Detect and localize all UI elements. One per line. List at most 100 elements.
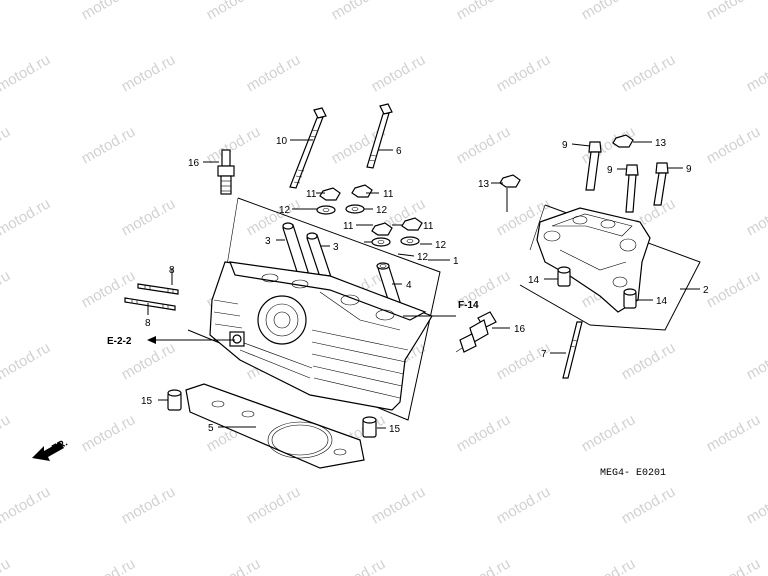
- nut-11-d: [401, 217, 423, 231]
- callout-7: 7: [541, 349, 547, 360]
- nut-11-c: [371, 222, 393, 236]
- stud-bolt-8-b: [124, 297, 176, 311]
- watermark-text: motod.ru: [744, 339, 768, 383]
- holder-group-edge: [529, 204, 546, 251]
- watermark-text: motod.ru: [79, 411, 139, 455]
- callout-13-b: 13: [478, 179, 490, 190]
- cylinder-head: [209, 261, 433, 411]
- watermark-text: motod.ru: [494, 483, 554, 527]
- watermark-text: motod.ru: [744, 483, 768, 527]
- callout-15-b: 15: [389, 424, 401, 435]
- watermark-text: motod.ru: [244, 483, 304, 527]
- nut-11-b: [351, 184, 373, 198]
- washer-12-c: [371, 237, 391, 247]
- callout-10: 10: [276, 136, 288, 147]
- washer-12-a: [316, 205, 336, 215]
- callout-6: 6: [396, 146, 402, 157]
- bolt-9-a: [585, 141, 602, 191]
- watermark-text: motod.ru: [704, 411, 764, 455]
- watermark-text: motod.ru: [329, 0, 389, 23]
- nut-13-a: [612, 134, 634, 148]
- callout-12-d: 12: [417, 252, 429, 263]
- spark-plug-right: [455, 311, 497, 353]
- watermark-text: motod.ru: [619, 51, 679, 95]
- watermark-text: motod.ru: [494, 339, 554, 383]
- watermark-text: motod.ru: [579, 0, 639, 23]
- dowel-14-b: [623, 288, 637, 309]
- watermark-text: motod.ru: [119, 483, 179, 527]
- callout-16-left: 16: [188, 158, 200, 169]
- watermark-text: motod.ru: [0, 267, 13, 311]
- callout-1: 1: [453, 256, 459, 267]
- watermark-text: motod.ru: [79, 555, 139, 576]
- watermark-text: motod.ru: [619, 339, 679, 383]
- watermark-text: motod.ru: [744, 195, 768, 239]
- watermark-text: motod.ru: [454, 555, 514, 576]
- bolt-9-b: [625, 164, 639, 213]
- washer-12-b: [345, 204, 365, 214]
- watermark-text: motod.ru: [704, 123, 764, 167]
- watermark-text: motod.ru: [0, 0, 13, 23]
- watermark-text: motod.ru: [0, 51, 53, 95]
- callout-16-right: 16: [514, 324, 526, 335]
- watermark-text: motod.ru: [704, 555, 764, 576]
- callout-14-b: 14: [656, 296, 668, 307]
- callout-12-b: 12: [376, 205, 388, 216]
- watermark-text: motod.ru: [119, 51, 179, 95]
- front-label: FR.: [50, 437, 70, 454]
- watermark-text: motod.ru: [369, 483, 429, 527]
- watermark-text: motod.ru: [494, 51, 554, 95]
- watermark-text: motod.ru: [0, 555, 13, 576]
- watermark-text: motod.ru: [0, 339, 53, 383]
- callout-11-d: 11: [423, 221, 434, 232]
- stud-bolt-6: [366, 103, 393, 169]
- callout-12-a: 12: [279, 205, 291, 216]
- front-arrow-icon: [32, 442, 64, 461]
- callout-11-c: 11: [343, 221, 354, 232]
- watermark-text: motod.ru: [204, 123, 264, 167]
- watermark-text: motod.ru: [0, 483, 53, 527]
- callout-13-a: 13: [655, 138, 667, 149]
- watermark-text: motod.ru: [329, 555, 389, 576]
- ref-f14: F-14: [458, 300, 479, 311]
- callout-3-a: 3: [265, 236, 271, 247]
- watermark-text: motod.ru: [244, 51, 304, 95]
- watermark-text: motod.ru: [704, 267, 764, 311]
- callout-12-c: 12: [435, 240, 447, 251]
- nut-11-a: [319, 187, 341, 201]
- callout-4: 4: [406, 280, 412, 291]
- dowel-15-a: [167, 389, 182, 411]
- bolt-9-c: [653, 162, 669, 206]
- watermark-text: motod.ru: [619, 483, 679, 527]
- washer-12-d: [400, 236, 420, 246]
- watermark-text: motod.ru: [454, 123, 514, 167]
- watermark-text: motod.ru: [0, 123, 13, 167]
- stud-bolt-10: [289, 107, 327, 189]
- watermark-text: motod.ru: [704, 0, 764, 23]
- watermark-text: motod.ru: [79, 267, 139, 311]
- stud-bolt-7: [562, 321, 583, 379]
- stud-bolt-8-a: [137, 283, 179, 295]
- diagram-code: MEG4- E0201: [600, 468, 666, 479]
- watermark-text: motod.ru: [204, 555, 264, 576]
- callout-8-b: 8: [145, 318, 151, 329]
- nut-13-b: [499, 174, 521, 188]
- watermark-text: motod.ru: [454, 411, 514, 455]
- callout-3-b: 3: [333, 242, 339, 253]
- callout-9-c: 9: [686, 164, 692, 175]
- callout-8-a: 8: [169, 265, 175, 276]
- callout-5: 5: [208, 423, 214, 434]
- callout-9-b: 9: [607, 165, 613, 176]
- callout-9-a: 9: [562, 140, 568, 151]
- callout-11-b: 11: [383, 189, 394, 200]
- dowel-15-b: [362, 416, 377, 438]
- e22-arrowhead: [147, 336, 156, 344]
- callout-2: 2: [703, 285, 709, 296]
- watermark-text: motod.ru: [119, 195, 179, 239]
- ref-e22: E-2-2: [107, 336, 132, 347]
- callout-11-a: 11: [306, 189, 317, 200]
- watermark-text: motod.ru: [0, 195, 53, 239]
- watermark-text: motod.ru: [79, 0, 139, 23]
